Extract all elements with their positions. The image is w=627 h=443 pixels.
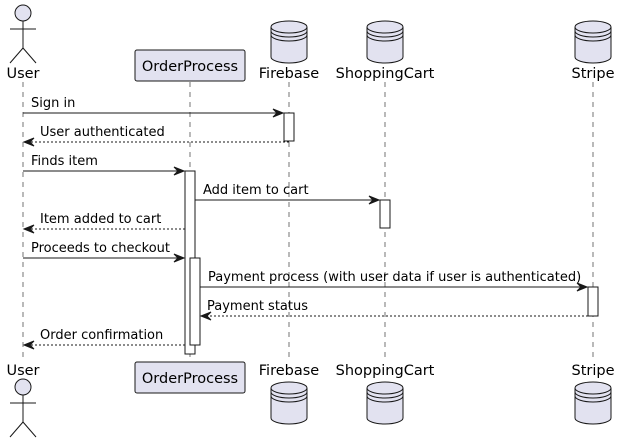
message-label: Item added to cart bbox=[40, 212, 161, 227]
participant-firebase-top: Firebase bbox=[259, 20, 320, 82]
database-icon bbox=[366, 381, 404, 425]
participant-box: OrderProcess bbox=[134, 361, 246, 394]
participant-stripe-top: Stripe bbox=[571, 20, 615, 82]
participant-label: Firebase bbox=[259, 66, 320, 82]
message-label: Payment process (with user data if user … bbox=[208, 270, 581, 285]
actor-icon bbox=[9, 4, 37, 64]
participant-user-bottom: User bbox=[6, 363, 40, 438]
message-label: Proceeds to checkout bbox=[31, 241, 170, 256]
actor-icon bbox=[9, 378, 37, 438]
message-arrow-head bbox=[22, 137, 35, 147]
participant-box: OrderProcess bbox=[134, 49, 246, 82]
message-arrow-head bbox=[22, 340, 35, 350]
activation-bar-stripe bbox=[587, 286, 599, 317]
participant-firebase-bottom: Firebase bbox=[259, 363, 320, 425]
message-label: User authenticated bbox=[40, 125, 165, 140]
participant-label: OrderProcess bbox=[142, 371, 238, 387]
participant-order-top: OrderProcess bbox=[134, 49, 246, 82]
participant-label: Stripe bbox=[571, 363, 614, 379]
participant-stripe-bottom: Stripe bbox=[571, 363, 615, 425]
activation-bars bbox=[184, 112, 599, 355]
message-label: Order confirmation bbox=[40, 328, 163, 343]
message-9: Order confirmation bbox=[22, 328, 185, 350]
participant-order-bottom: OrderProcess bbox=[134, 361, 246, 394]
participant-user-top: User bbox=[6, 4, 40, 82]
message-2: User authenticated bbox=[22, 125, 289, 147]
activation-bar-cart bbox=[379, 199, 391, 229]
message-5: Item added to cart bbox=[22, 212, 185, 234]
participant-label: ShoppingCart bbox=[336, 363, 435, 379]
participant-label: Firebase bbox=[259, 363, 320, 379]
participant-cart-bottom: ShoppingCart bbox=[336, 363, 435, 425]
message-arrow-head bbox=[22, 224, 35, 234]
database-icon bbox=[270, 20, 308, 64]
message-arrow-head bbox=[368, 195, 381, 205]
participant-label: ShoppingCart bbox=[336, 66, 435, 82]
database-icon bbox=[366, 20, 404, 64]
participant-label: User bbox=[6, 66, 39, 82]
participant-label: Stripe bbox=[571, 66, 614, 82]
message-arrow-head bbox=[173, 253, 186, 263]
activation-bar-order bbox=[189, 257, 201, 346]
participant-cart-top: ShoppingCart bbox=[336, 20, 435, 82]
message-arrow-head bbox=[199, 311, 212, 321]
message-arrow-head bbox=[173, 166, 186, 176]
message-7: Payment process (with user data if user … bbox=[200, 270, 589, 292]
database-icon bbox=[270, 381, 308, 425]
database-icon bbox=[574, 20, 612, 64]
message-8: Payment status bbox=[199, 299, 588, 321]
participant-label: OrderProcess bbox=[142, 59, 238, 75]
participant-label: User bbox=[6, 363, 39, 379]
participants: UserUserOrderProcessOrderProcessFirebase… bbox=[6, 4, 615, 438]
database-icon bbox=[574, 381, 612, 425]
message-4: Add item to cart bbox=[195, 183, 381, 205]
message-3: Finds item bbox=[23, 154, 186, 176]
message-arrow-head bbox=[576, 282, 589, 292]
activation-bar-firebase bbox=[283, 112, 295, 142]
message-label: Sign in bbox=[31, 96, 75, 111]
message-arrow-head bbox=[272, 108, 285, 118]
message-6: Proceeds to checkout bbox=[23, 241, 186, 263]
message-1: Sign in bbox=[23, 96, 285, 118]
message-label: Finds item bbox=[31, 154, 98, 169]
message-label: Payment status bbox=[207, 299, 308, 314]
message-label: Add item to cart bbox=[203, 183, 309, 198]
